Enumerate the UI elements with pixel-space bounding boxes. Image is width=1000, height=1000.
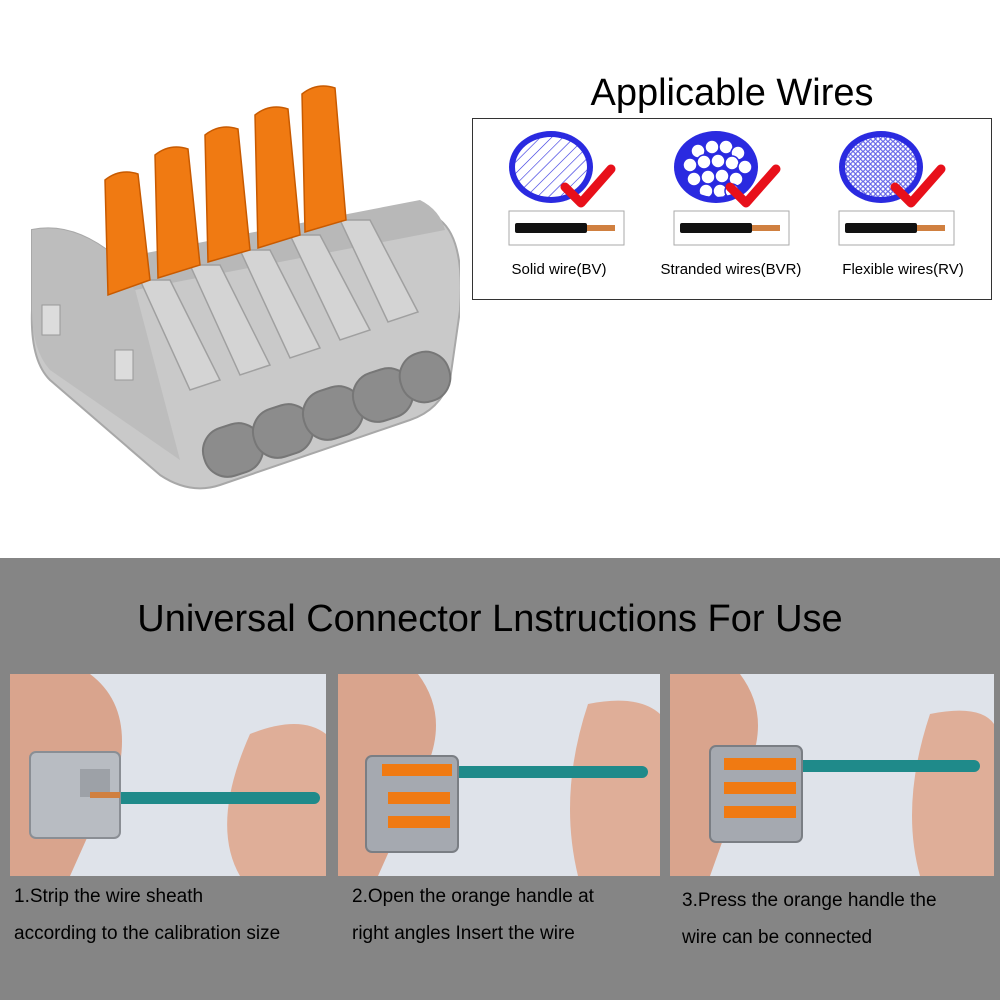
applicable-wires-title: Applicable Wires [590,72,874,114]
applicable-wires-panel: Solid wire(BV) Stranded wires(BVR) [472,118,992,300]
step-2-caption: 2.Open the orange handle at right angles… [352,878,594,952]
connector-product-image [30,85,460,490]
stranded-wire-icon [673,131,790,246]
flexible-wire-icon [838,131,955,246]
step-1-line-1: 1.Strip the wire sheath [14,886,204,907]
step-1-line-2: according to the calibration size [14,923,281,944]
wire-caption-stranded: Stranded wires(BVR) [660,261,802,278]
step-3-line-1: 3.Press the orange handle the [682,890,937,911]
step-3-photo [670,674,994,876]
step-1-caption: 1.Strip the wire sheath according to the… [14,878,280,952]
step-3-caption: 3.Press the orange handle the wire can b… [682,882,937,956]
step-1-photo [10,674,326,876]
top-section: Applicable Wires Solid wire(BV) [30,72,992,490]
step-2-line-2: right angles Insert the wire [352,923,575,944]
wire-caption-flexible: Flexible wires(RV) [842,261,964,278]
step-2-photo [338,674,660,876]
solid-wire-icon [508,131,625,246]
step-2-line-1: 2.Open the orange handle at [352,886,594,907]
instructions-title: Universal Connector Lnstructions For Use [137,598,843,640]
wire-caption-solid: Solid wire(BV) [511,261,607,278]
step-3-line-2: wire can be connected [682,927,873,948]
